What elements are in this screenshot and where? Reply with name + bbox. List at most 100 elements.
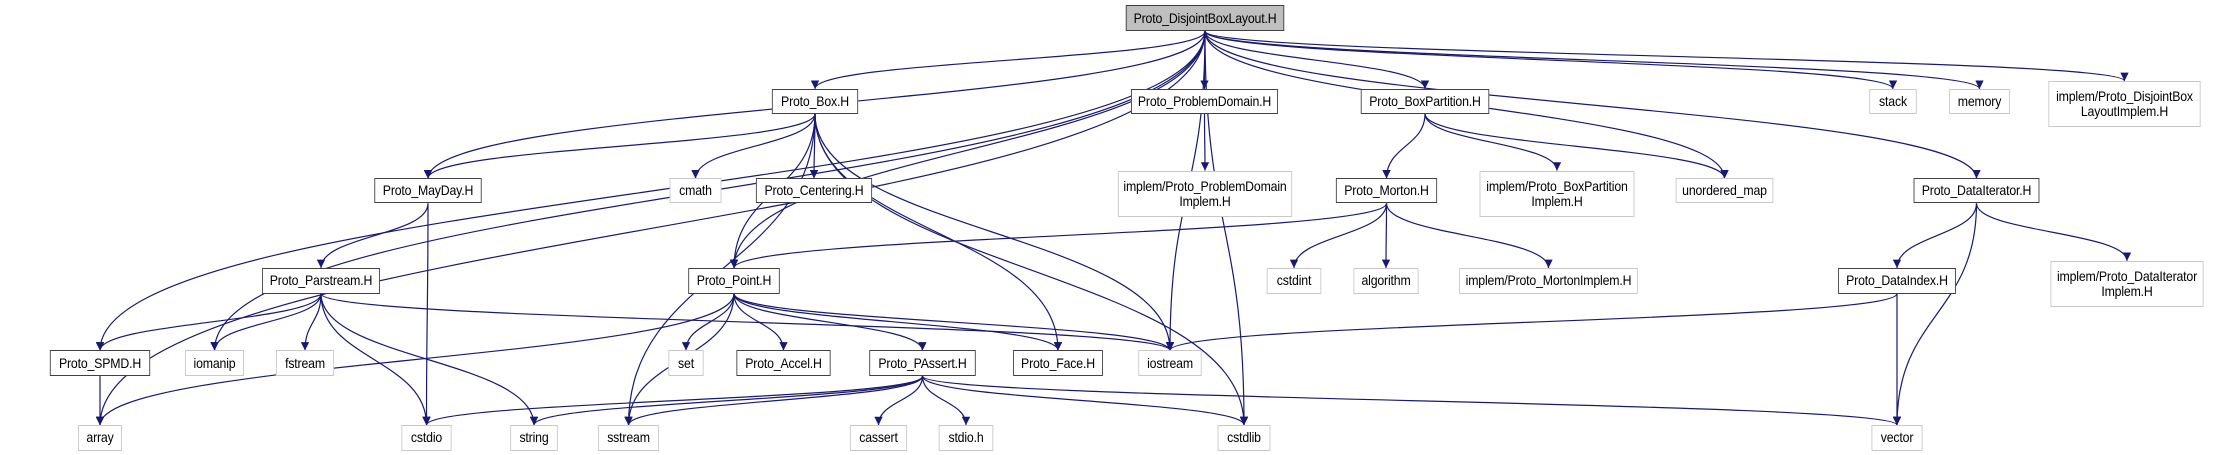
node-bp[interactable]: Proto_BoxPartition.H — [1360, 88, 1490, 114]
edge-morton-to-mortonimpl — [1385, 203, 1553, 269]
node-set[interactable]: set — [668, 350, 704, 377]
edge-root-to-point — [729, 31, 1206, 269]
edge-passert-to-stdioh — [921, 376, 971, 426]
node-cstdint[interactable]: cstdint — [1266, 268, 1322, 294]
node-label: implem/Proto_BoxPartition — [1486, 177, 1628, 194]
node-stdioh[interactable]: stdio.h — [938, 425, 994, 451]
edge-morton-to-point — [729, 203, 1388, 269]
node-label: unordered_map — [1682, 182, 1767, 199]
node-parstream[interactable]: Proto_Parstream.H — [262, 268, 380, 294]
node-mayday[interactable]: Proto_MayDay.H — [374, 178, 482, 204]
node-label: Proto_DataIterator.H — [1921, 182, 2032, 199]
edge-parstream-to-cstdio — [320, 293, 431, 426]
node-morton[interactable]: Proto_Morton.H — [1335, 178, 1438, 204]
node-algorithm[interactable]: algorithm — [1353, 268, 1419, 294]
edge-box-to-iostream — [814, 113, 1175, 351]
edge-parstream-to-iomanip — [210, 293, 322, 351]
node-label: Proto_Morton.H — [1344, 182, 1429, 199]
edge-bp-to-umap — [1424, 113, 1729, 179]
node-label: cstdlib — [1227, 429, 1261, 446]
edge-dataiter-to-diimpl — [1975, 203, 2132, 262]
node-accel[interactable]: Proto_Accel.H — [736, 350, 831, 377]
node-cmath[interactable]: cmath — [669, 178, 722, 204]
node-label: Proto_ProblemDomain.H — [1137, 92, 1272, 109]
node-label: implem/Proto_MortonImplem.H — [1465, 272, 1632, 289]
node-cassert[interactable]: cassert — [849, 425, 908, 451]
edge-root-to-dataiter — [1204, 31, 1981, 179]
edge-passert-to-sstream — [624, 375, 924, 426]
edge-bp-to-bpimpl — [1424, 113, 1562, 171]
node-fstream[interactable]: fstream — [275, 350, 335, 377]
node-label: memory — [1957, 92, 2002, 109]
edge-box-to-mayday — [423, 113, 816, 179]
node-pd[interactable]: Proto_ProblemDomain.H — [1131, 88, 1278, 114]
node-label: array — [86, 429, 114, 446]
node-label: Proto_Box.H — [781, 92, 849, 109]
node-mortonimpl[interactable]: implem/Proto_MortonImplem.H — [1459, 268, 1638, 294]
edge-root-to-spmd — [95, 31, 1206, 351]
node-dataiter[interactable]: Proto_DataIterator.H — [1913, 178, 2040, 204]
node-label: Proto_Face.H — [1021, 354, 1095, 371]
node-centering[interactable]: Proto_Centering.H — [755, 178, 873, 204]
edge-passert-to-string — [529, 375, 924, 426]
edge-dataiter-to-vector — [1892, 203, 1978, 426]
node-passert[interactable]: Proto_PAssert.H — [869, 350, 976, 377]
node-vector[interactable]: vector — [1871, 425, 1923, 451]
node-iostream[interactable]: iostream — [1138, 350, 1202, 377]
edge-parstream-to-spmd — [95, 293, 322, 351]
node-label: Proto_Point.H — [696, 272, 772, 289]
node-cstdio[interactable]: cstdio — [401, 425, 452, 451]
edge-root-to-box — [810, 31, 1206, 90]
edge-root-to-dblimpl — [1204, 30, 2129, 82]
node-sstream[interactable]: sstream — [598, 425, 659, 451]
node-umap[interactable]: unordered_map — [1675, 178, 1774, 204]
node-point[interactable]: Proto_Point.H — [688, 268, 780, 294]
edge-parstream-to-string — [320, 293, 539, 426]
edge-point-to-face — [733, 293, 1063, 351]
node-string[interactable]: string — [510, 425, 558, 451]
edge-passert-to-cassert — [874, 376, 924, 426]
edge-point-to-iostream — [733, 293, 1175, 351]
edge-dataindex-to-iostream — [1166, 293, 1898, 352]
node-label: implem/Proto_DisjointBox — [2056, 87, 2193, 104]
edge-pd-to-pdimpl — [1200, 113, 1210, 171]
node-label: string — [519, 429, 549, 446]
edge-morton-to-cstdint — [1289, 203, 1388, 269]
node-face[interactable]: Proto_Face.H — [1013, 350, 1103, 377]
edge-root-to-bp — [1204, 31, 1430, 90]
node-spmd[interactable]: Proto_SPMD.H — [49, 350, 151, 377]
node-label: stdio.h — [948, 429, 984, 446]
edge-point-to-array — [95, 293, 735, 426]
edge-root-to-stack — [1204, 30, 1897, 90]
node-label: LayoutImplem.H — [2080, 102, 2169, 119]
node-label: cstdio — [410, 429, 443, 446]
node-root[interactable]: Proto_DisjointBoxLayout.H — [1125, 4, 1285, 32]
edge-bp-to-morton — [1382, 113, 1426, 179]
node-label: Proto_BoxPartition.H — [1369, 92, 1481, 109]
edge-morton-to-algorithm — [1381, 203, 1391, 269]
node-array[interactable]: array — [78, 425, 122, 451]
node-label: Proto_DisjointBoxLayout.H — [1133, 9, 1277, 26]
node-label: cmath — [679, 182, 712, 199]
edge-point-to-accel — [733, 293, 788, 351]
node-cstdlib[interactable]: cstdlib — [1217, 425, 1271, 451]
node-box[interactable]: Proto_Box.H — [771, 88, 859, 114]
node-iomanip[interactable]: iomanip — [185, 350, 244, 377]
node-label: Proto_Parstream.H — [269, 272, 373, 289]
node-label: Proto_PAssert.H — [878, 354, 967, 371]
edge-parstream-to-fstream — [300, 293, 322, 351]
edge-point-to-passert — [733, 293, 927, 351]
node-label: vector — [1880, 429, 1914, 446]
node-label: algorithm — [1361, 272, 1411, 289]
node-label: Implem.H — [1531, 192, 1583, 209]
node-stack[interactable]: stack — [1869, 88, 1917, 114]
node-memory[interactable]: memory — [1949, 88, 2010, 114]
node-label: implem/Proto_DataIterator — [2056, 267, 2198, 284]
node-dataindex[interactable]: Proto_DataIndex.H — [1838, 268, 1956, 294]
node-label: iostream — [1147, 354, 1193, 371]
